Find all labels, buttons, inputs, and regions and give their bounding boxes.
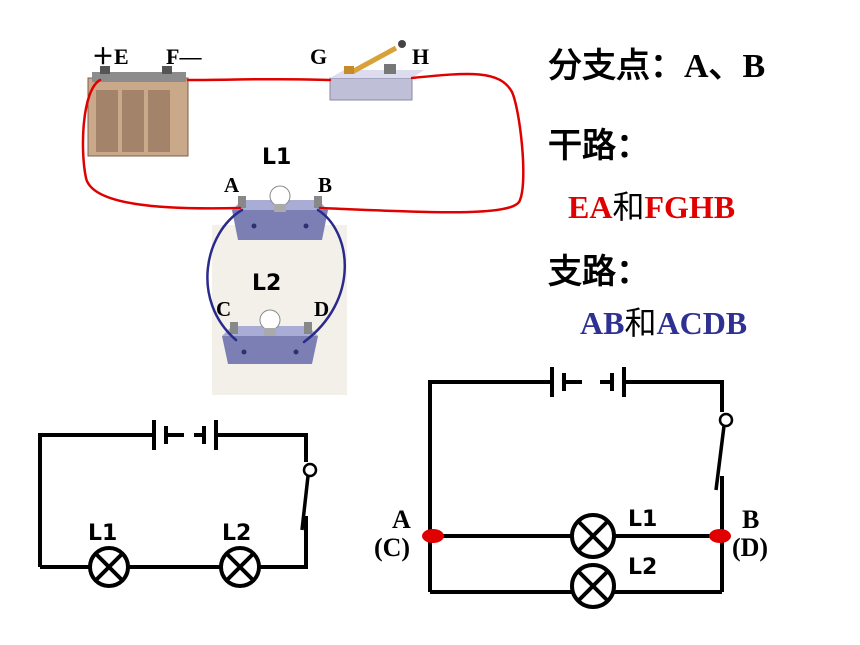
branch-path-acdb: ACDB: [656, 305, 748, 341]
branch-points-note: 分支点：A、B: [548, 38, 765, 87]
branch-points-value: A、B: [684, 48, 766, 85]
schematic-r-l1-label: L1: [628, 507, 657, 532]
node-b-label: B: [742, 505, 759, 534]
lamp-holder-l2-icon: [222, 309, 318, 364]
branch-and-text: 和: [624, 304, 657, 342]
trunk-heading: 干路：: [548, 126, 650, 166]
terminal-a-label: A: [224, 173, 240, 197]
branch-wire: [206, 208, 346, 344]
photo-backdrop: [212, 225, 347, 395]
battery-f-minus-label: F—: [166, 44, 202, 69]
series-schematic: [38, 420, 318, 588]
node-d-label: (D): [732, 533, 768, 562]
node-a-label: A: [392, 505, 411, 534]
trunk-wire: [81, 72, 525, 214]
lamp-l1-label: L1: [262, 145, 291, 170]
branch-path-ab: AB: [580, 305, 625, 341]
lamp-holder-l1-icon: [232, 185, 328, 240]
terminal-c-label: C: [216, 297, 231, 321]
schematic-r-l2-label: L2: [628, 555, 657, 580]
knife-switch-icon: [329, 40, 424, 101]
lamp-l1-symbol: [88, 546, 130, 588]
trunk-path-fghb: FGHB: [644, 189, 736, 225]
parallel-schematic: [428, 367, 734, 609]
schematic-l2-label: L2: [222, 521, 251, 546]
lamp-l2-label: L2: [252, 271, 281, 296]
lamp-l2-symbol: [219, 546, 261, 588]
terminal-d-label: D: [314, 297, 329, 321]
battery-icon: [87, 66, 189, 157]
branch-points-label: 分支点：: [548, 46, 684, 86]
switch-h-label: H: [412, 44, 429, 69]
node-a-dot: [422, 529, 444, 543]
lamp-l1-symbol: [570, 513, 616, 559]
physical-circuit: ＋E F— G H L1 A B L2 C D: [81, 40, 525, 395]
branch-paths: AB和ACDB: [580, 298, 747, 344]
trunk-and-text: 和: [612, 188, 645, 226]
terminal-b-label: B: [318, 173, 332, 197]
node-c-label: (C): [374, 533, 410, 562]
branch-heading: 支路：: [548, 252, 650, 292]
trunk-path-ea: EA: [568, 189, 613, 225]
battery-plus-e-label: ＋E: [92, 44, 129, 69]
lamp-l2-symbol: [570, 563, 616, 609]
switch-g-label: G: [310, 44, 327, 69]
node-b-dot: [709, 529, 731, 543]
schematic-l1-label: L1: [88, 521, 117, 546]
trunk-paths: EA和FGHB: [568, 182, 735, 228]
